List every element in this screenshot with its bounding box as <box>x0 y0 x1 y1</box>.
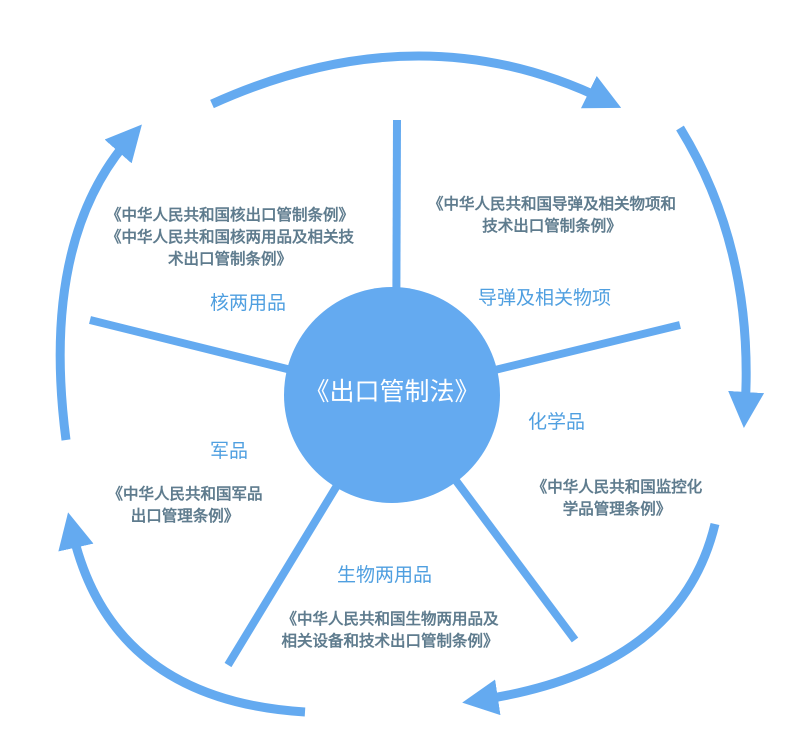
law-list-military: 《中华人民共和国军品 出口管理条例》 <box>75 483 295 527</box>
law-line: 《中华人民共和国军品 <box>107 485 263 503</box>
law-line: 学品管理条例》 <box>562 500 672 518</box>
law-line: 技术出口管制条例》 <box>482 217 622 235</box>
law-line: 相关设备和技术出口管制条例》 <box>281 632 499 650</box>
law-list-missile: 《中华人民共和国导弹及相关物项和 技术出口管制条例》 <box>402 193 702 237</box>
law-line: 《中华人民共和国核两用品及相关技 <box>105 228 354 246</box>
cycle-arrow-bottom <box>58 512 306 717</box>
cycle-arrow-top <box>210 51 622 109</box>
category-nuclear: 核两用品 <box>210 292 287 314</box>
law-line: 《中华人民共和国监控化 <box>531 478 703 496</box>
cycle-arrow-left <box>55 124 142 441</box>
law-line: 《中华人民共和国核出口管制条例》 <box>105 206 354 224</box>
cycle-arrow-lower-right <box>462 522 720 716</box>
category-biological: 生物两用品 <box>337 564 433 586</box>
law-line: 出口管理条例》 <box>130 507 240 525</box>
category-chemical: 化学品 <box>528 411 586 433</box>
center-label: 《出口管制法》 <box>304 377 480 406</box>
law-line: 《中华人民共和国生物两用品及 <box>281 610 499 628</box>
cycle-arrow-right <box>676 125 765 428</box>
law-list-chemical: 《中华人民共和国监控化 学品管理条例》 <box>492 476 742 520</box>
law-line: 《中华人民共和国导弹及相关物项和 <box>427 195 676 213</box>
center-circle <box>284 287 500 503</box>
law-line: 术出口管制条例》 <box>167 250 292 268</box>
law-list-biological: 《中华人民共和国生物两用品及 相关设备和技术出口管制条例》 <box>240 608 540 652</box>
law-list-nuclear: 《中华人民共和国核出口管制条例》 《中华人民共和国核两用品及相关技 术出口管制条… <box>80 204 380 270</box>
category-missile: 导弹及相关物项 <box>478 287 612 309</box>
category-military: 军品 <box>210 440 249 462</box>
